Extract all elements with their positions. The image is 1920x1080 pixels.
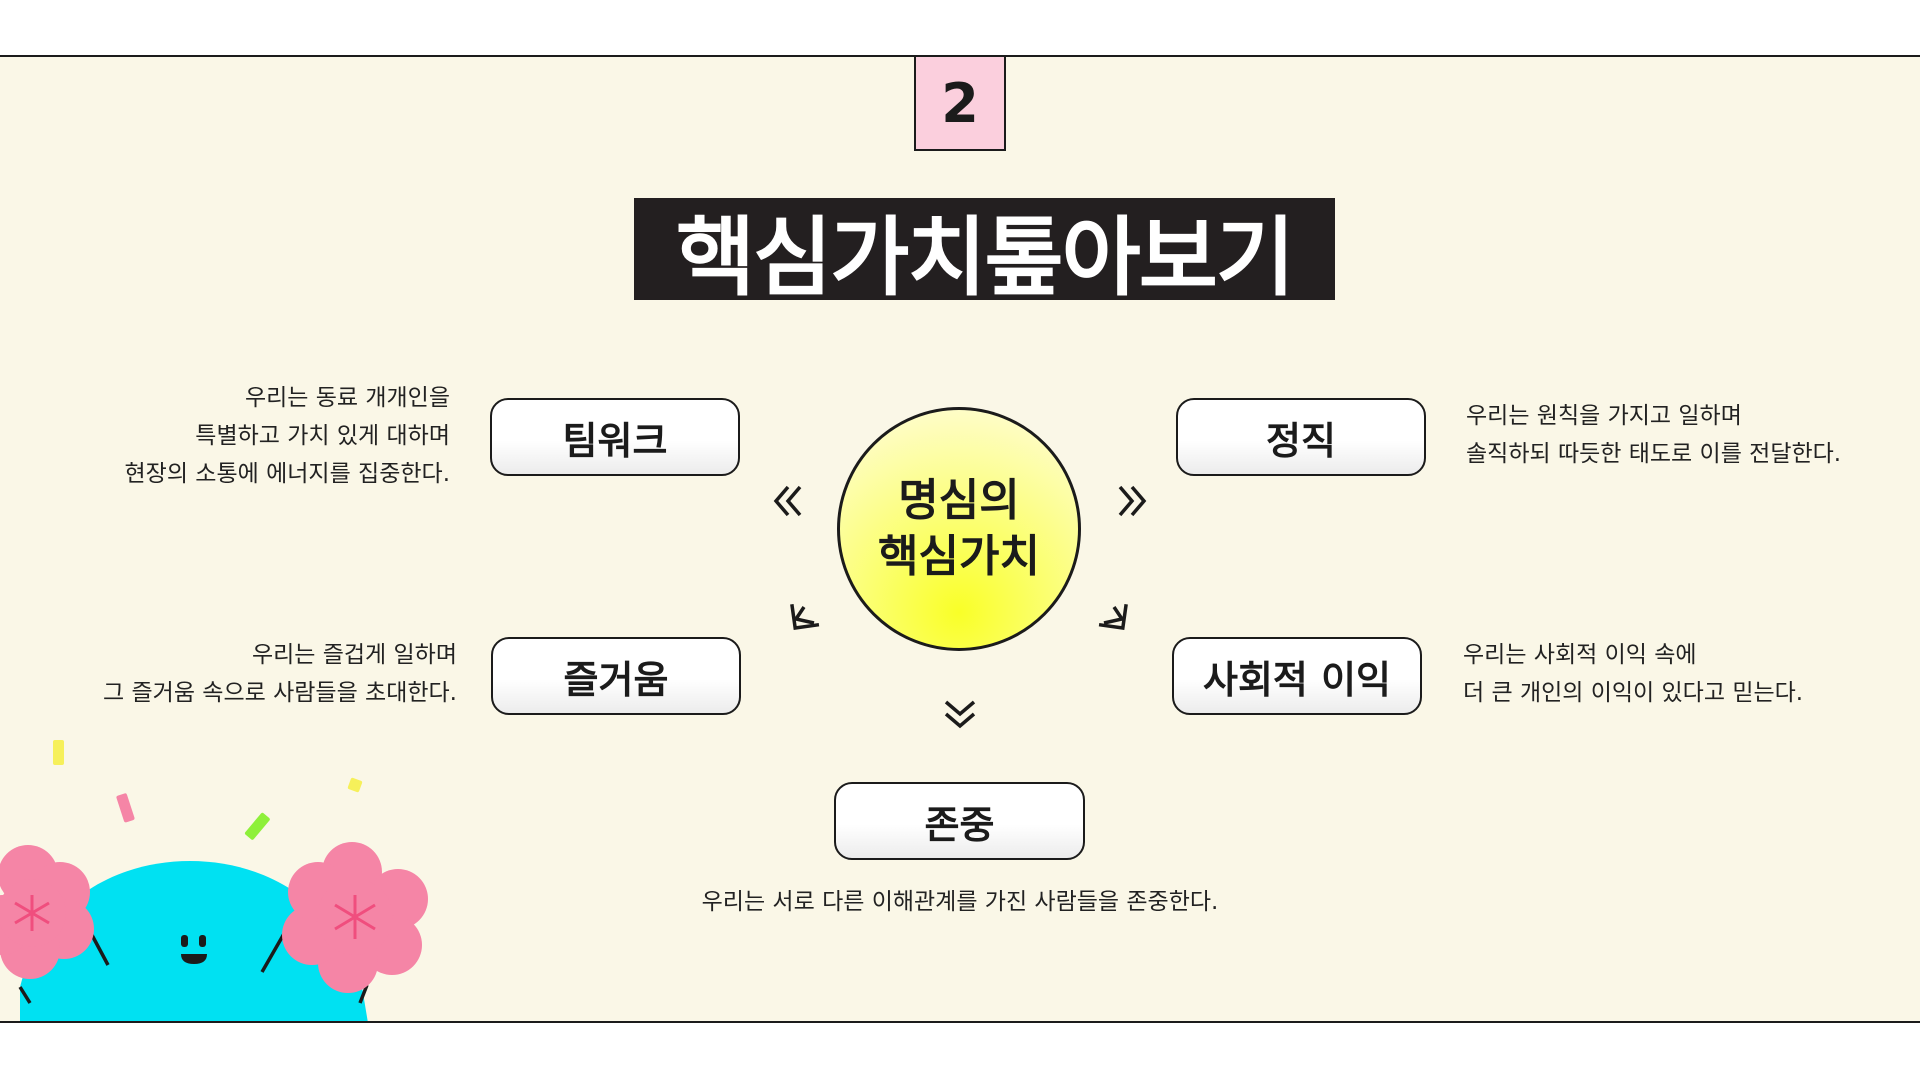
value-pill-fun: 즐거움 xyxy=(491,637,741,715)
desc-line: 우리는 원칙을 가지고 일하며 xyxy=(1466,403,1742,429)
desc-line: 솔직하되 따듯한 태도로 이를 전달한다. xyxy=(1466,441,1842,467)
desc-line: 더 큰 개인의 이익이 있다고 믿는다. xyxy=(1463,680,1804,706)
center-label: 명심의 핵심가치 xyxy=(878,475,1040,582)
mascot-body xyxy=(20,861,368,1021)
value-desc-social-benefit: 우리는 사회적 이익 속에 더 큰 개인의 이익이 있다고 믿는다. xyxy=(1463,636,1803,712)
desc-line: 우리는 서로 다른 이해관계를 가진 사람들을 존중한다. xyxy=(701,889,1219,915)
confetti-icon xyxy=(116,793,135,823)
desc-line: 특별하고 가치 있게 대하며 xyxy=(195,423,450,449)
desc-line: 그 즐거움 속으로 사람들을 초대한다. xyxy=(103,680,457,706)
mascot-eye xyxy=(199,935,206,947)
mascot-arm xyxy=(83,921,110,966)
value-desc-respect: 우리는 서로 다른 이해관계를 가진 사람들을 존중한다. xyxy=(660,883,1260,921)
page-title: 핵심가치톺아보기 xyxy=(634,198,1335,300)
confetti-icon xyxy=(53,740,64,765)
value-pill-integrity: 정직 xyxy=(1176,398,1426,476)
value-desc-teamwork: 우리는 동료 개개인을 특별하고 가치 있게 대하며 현장의 소통에 에너지를 … xyxy=(125,379,450,493)
value-desc-fun: 우리는 즐겁게 일하며 그 즐거움 속으로 사람들을 초대한다. xyxy=(103,636,457,712)
page-number-badge: 2 xyxy=(914,57,1006,151)
mascot-arm xyxy=(260,931,287,973)
double-chevron-down-icon xyxy=(944,700,976,729)
desc-line: 우리는 즐겁게 일하며 xyxy=(251,642,457,668)
confetti-icon xyxy=(244,812,270,840)
desc-line: 현장의 소통에 에너지를 집중한다. xyxy=(124,461,450,487)
confetti-icon xyxy=(347,777,363,793)
mascot-mouth xyxy=(181,954,207,964)
double-chevron-right-icon xyxy=(1118,485,1147,517)
mascot-side xyxy=(18,986,32,1004)
value-pill-teamwork: 팀워크 xyxy=(490,398,740,476)
value-pill-respect: 존중 xyxy=(834,782,1085,860)
value-desc-integrity: 우리는 원칙을 가지고 일하며 솔직하되 따듯한 태도로 이를 전달한다. xyxy=(1466,397,1841,473)
double-chevron-left-icon xyxy=(773,485,802,517)
double-chevron-down-right-icon xyxy=(1098,604,1128,631)
slide-canvas: 2 핵심가치톺아보기 명심의 핵심가치 팀워크 정직 즐거움 사회적 이익 존중… xyxy=(0,55,1920,1023)
core-values-center: 명심의 핵심가치 xyxy=(837,407,1081,651)
pompom-icon xyxy=(282,842,428,993)
double-chevron-down-left-icon xyxy=(790,604,820,631)
desc-line: 우리는 사회적 이익 속에 xyxy=(1463,642,1697,668)
desc-line: 우리는 동료 개개인을 xyxy=(244,385,450,411)
mascot-side xyxy=(358,984,369,1004)
pompom-icon xyxy=(0,845,94,979)
mascot-eye xyxy=(181,935,188,947)
value-pill-social-benefit: 사회적 이익 xyxy=(1172,637,1422,715)
